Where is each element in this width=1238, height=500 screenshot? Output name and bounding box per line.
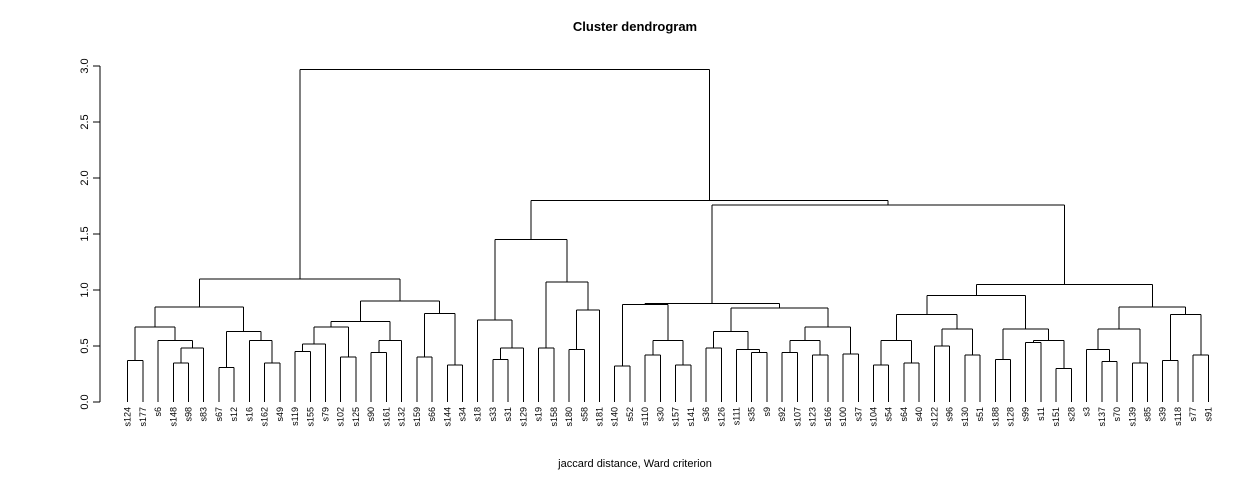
leaf-label: s35 — [747, 407, 757, 422]
leaf-label: s166 — [823, 407, 833, 427]
leaf-label: s79 — [321, 407, 331, 422]
leaf-label: s16 — [244, 407, 254, 422]
leaf-label: s12 — [229, 407, 239, 422]
chart-title: Cluster dendrogram — [573, 19, 697, 34]
leaf-label: s49 — [275, 407, 285, 422]
leaf-label: s148 — [168, 407, 178, 427]
leaf-labels: s124 s177 s6 s148 s98 s83 s67 s12 s16 s162 s49 s119… — [123, 407, 1214, 427]
leaf-label: s140 — [610, 407, 620, 427]
leaf-label: s66 — [427, 407, 437, 422]
leaf-label: s9 — [762, 407, 772, 417]
leaf-label: s129 — [518, 407, 528, 427]
leaf-label: s102 — [336, 407, 346, 427]
leaf-label: s51 — [975, 407, 985, 422]
leaf-label: s96 — [945, 407, 955, 422]
leaf-label: s3 — [1082, 407, 1092, 417]
leaf-label: s28 — [1066, 407, 1076, 422]
leaf-label: s111 — [732, 407, 742, 425]
leaf-label: s132 — [397, 407, 407, 427]
leaf-label: s159 — [412, 407, 422, 427]
leaf-label: s37 — [853, 407, 863, 422]
leaf-label: s118 — [1173, 407, 1183, 426]
leaf-label: s83 — [199, 407, 209, 422]
leaf-label: s128 — [1006, 407, 1016, 427]
leaf-label: s122 — [929, 407, 939, 427]
leaf-label: s139 — [1127, 407, 1137, 427]
y-tick-label: 0.0 — [79, 394, 91, 409]
leaf-label: s124 — [123, 407, 133, 427]
leaf-label: s119 — [290, 407, 300, 426]
leaf-label: s180 — [564, 407, 574, 427]
leaf-label: s54 — [884, 407, 894, 422]
leaf-label: s70 — [1112, 407, 1122, 422]
y-tick-label: 2.5 — [79, 114, 91, 129]
leaf-label: s39 — [1158, 407, 1168, 422]
leaf-label: s58 — [579, 407, 589, 422]
leaf-label: s18 — [473, 407, 483, 422]
leaf-label: s130 — [960, 407, 970, 427]
leaf-label: s11 — [1036, 407, 1046, 421]
leaf-label: s85 — [1143, 407, 1153, 422]
y-tick-label: 1.0 — [79, 282, 91, 297]
leaf-label: s90 — [366, 407, 376, 422]
leaf-label: s30 — [655, 407, 665, 422]
leaf-label: s188 — [990, 407, 1000, 427]
x-axis-label: jaccard distance, Ward criterion — [557, 458, 712, 470]
leaf-label: s99 — [1021, 407, 1031, 422]
y-tick-label: 0.5 — [79, 338, 91, 353]
leaf-label: s162 — [260, 407, 270, 427]
leaf-label: s104 — [869, 407, 879, 427]
y-tick-label: 1.5 — [79, 226, 91, 241]
leaf-label: s110 — [640, 407, 650, 426]
leaf-label: s141 — [686, 407, 696, 427]
leaf-label: s6 — [153, 407, 163, 417]
leaf-label: s158 — [549, 407, 559, 427]
leaf-label: s137 — [1097, 407, 1107, 427]
leaf-label: s157 — [671, 407, 681, 427]
leaf-label: s19 — [534, 407, 544, 422]
leaf-label: s91 — [1203, 407, 1213, 422]
leaf-label: s181 — [595, 407, 605, 427]
y-tick-label: 3.0 — [79, 58, 91, 73]
leaf-label: s67 — [214, 407, 224, 422]
leaf-label: s92 — [777, 407, 787, 422]
leaf-label: s36 — [701, 407, 711, 422]
leaf-label: s40 — [914, 407, 924, 422]
leaf-label: s107 — [792, 407, 802, 427]
leaf-label: s161 — [381, 407, 391, 427]
leaf-label: s100 — [838, 407, 848, 427]
leaf-label: s31 — [503, 407, 513, 422]
leaf-label: s123 — [808, 407, 818, 427]
leaf-label: s64 — [899, 407, 909, 422]
leaf-label: s98 — [184, 407, 194, 422]
dendrogram-tree — [127, 68, 1209, 402]
leaf-label: s126 — [716, 407, 726, 427]
y-axis: 0.0 0.5 1.0 1.5 2.0 2.5 3.0 — [79, 58, 101, 410]
leaf-label: s155 — [305, 407, 315, 427]
leaf-label: s151 — [1051, 407, 1061, 427]
leaf-label: s77 — [1188, 407, 1198, 422]
leaf-label: s52 — [625, 407, 635, 422]
y-tick-label: 2.0 — [79, 170, 91, 185]
leaf-label: s34 — [458, 407, 468, 422]
leaf-label: s125 — [351, 407, 361, 427]
leaf-label: s144 — [442, 407, 452, 427]
leaf-label: s177 — [138, 407, 148, 427]
leaf-label: s33 — [488, 407, 498, 422]
